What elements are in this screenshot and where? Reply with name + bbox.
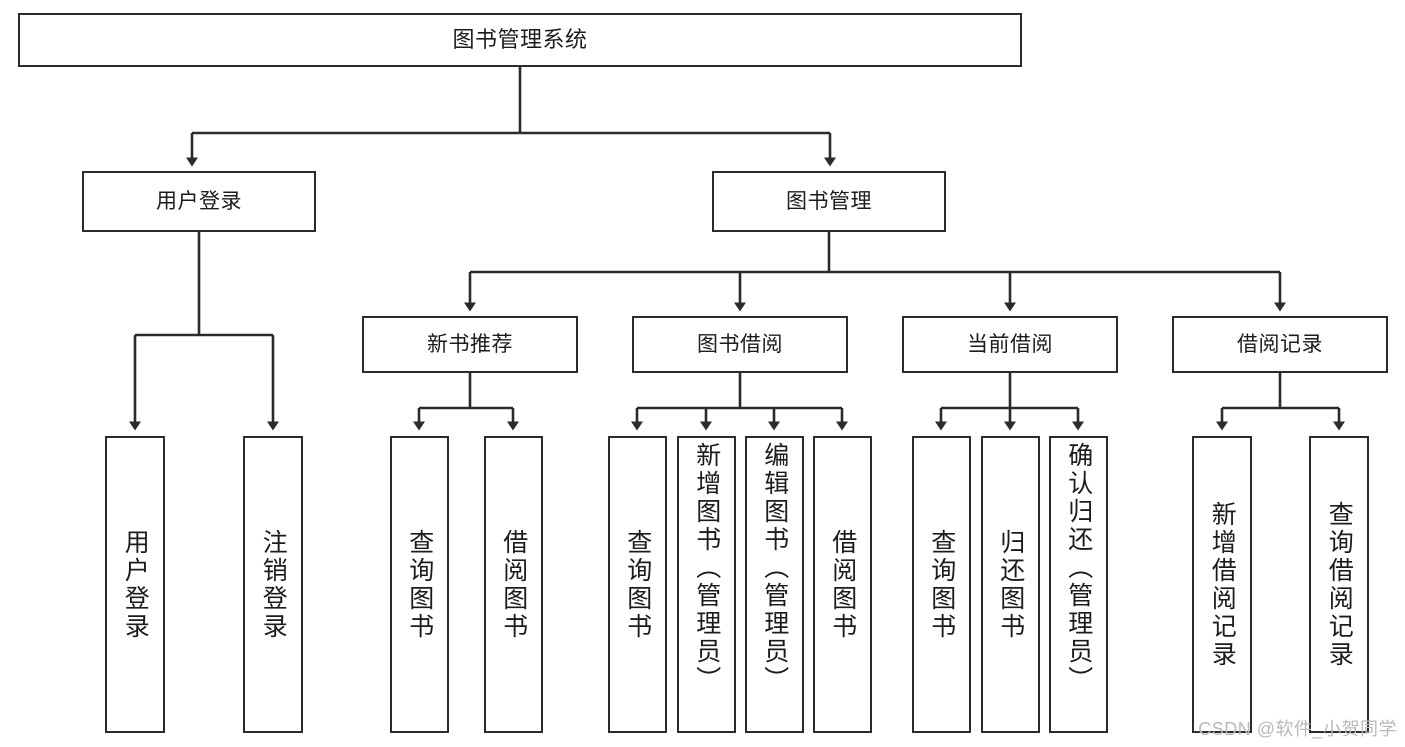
leaf-user-login-signout-label: 注销登录 [259, 528, 288, 641]
node-book-management-label: 图书管理 [786, 189, 872, 213]
leaf-recommend-query-book-label: 查询图书 [405, 528, 434, 641]
leaf-current-query-book-label: 查询图书 [927, 528, 956, 641]
leaf-borrow-query-book[interactable]: 查询图书 [608, 436, 667, 733]
leaf-user-login-signout[interactable]: 注销登录 [243, 436, 303, 733]
node-new-book-recommend-label: 新书推荐 [427, 332, 513, 356]
node-book-management[interactable]: 图书管理 [712, 171, 946, 232]
leaf-current-return-book[interactable]: 归还图书 [981, 436, 1040, 733]
leaf-record-add-record[interactable]: 新增借阅记录 [1192, 436, 1252, 733]
node-root[interactable]: 图书管理系统 [18, 13, 1022, 67]
node-new-book-recommend[interactable]: 新书推荐 [362, 316, 578, 373]
node-book-borrow-label: 图书借阅 [697, 332, 783, 356]
leaf-record-query-record-label: 查询借阅记录 [1325, 500, 1354, 669]
node-user-login-label: 用户登录 [156, 189, 242, 213]
csdn-watermark: CSDN @软件_小贺同学 [1198, 719, 1397, 739]
leaf-record-add-record-label: 新增借阅记录 [1208, 500, 1237, 669]
leaf-current-confirm-return[interactable]: 确认归还（管理员） [1049, 436, 1108, 733]
node-borrow-record-label: 借阅记录 [1237, 332, 1323, 356]
leaf-borrow-add-book-label: 新增图书（管理员） [692, 442, 721, 694]
leaf-current-query-book[interactable]: 查询图书 [912, 436, 971, 733]
leaf-record-query-record[interactable]: 查询借阅记录 [1309, 436, 1369, 733]
leaf-borrow-borrow-book-label: 借阅图书 [828, 528, 857, 641]
node-borrow-record[interactable]: 借阅记录 [1172, 316, 1388, 373]
node-user-login[interactable]: 用户登录 [82, 171, 316, 232]
leaf-current-confirm-return-label: 确认归还（管理员） [1064, 442, 1093, 694]
leaf-recommend-borrow-book[interactable]: 借阅图书 [484, 436, 543, 733]
node-current-borrow-label: 当前借阅 [967, 332, 1053, 356]
leaf-recommend-query-book[interactable]: 查询图书 [390, 436, 449, 733]
leaf-user-login-signin-label: 用户登录 [121, 528, 150, 641]
node-current-borrow[interactable]: 当前借阅 [902, 316, 1118, 373]
leaf-borrow-edit-book-label: 编辑图书（管理员） [760, 442, 789, 694]
leaf-borrow-edit-book[interactable]: 编辑图书（管理员） [745, 436, 804, 733]
leaf-user-login-signin[interactable]: 用户登录 [105, 436, 165, 733]
leaf-current-return-book-label: 归还图书 [996, 528, 1025, 641]
node-book-borrow[interactable]: 图书借阅 [632, 316, 848, 373]
leaf-borrow-borrow-book[interactable]: 借阅图书 [813, 436, 872, 733]
node-root-label: 图书管理系统 [452, 26, 588, 52]
leaf-borrow-add-book[interactable]: 新增图书（管理员） [677, 436, 736, 733]
leaf-borrow-query-book-label: 查询图书 [623, 528, 652, 641]
leaf-recommend-borrow-book-label: 借阅图书 [499, 528, 528, 641]
